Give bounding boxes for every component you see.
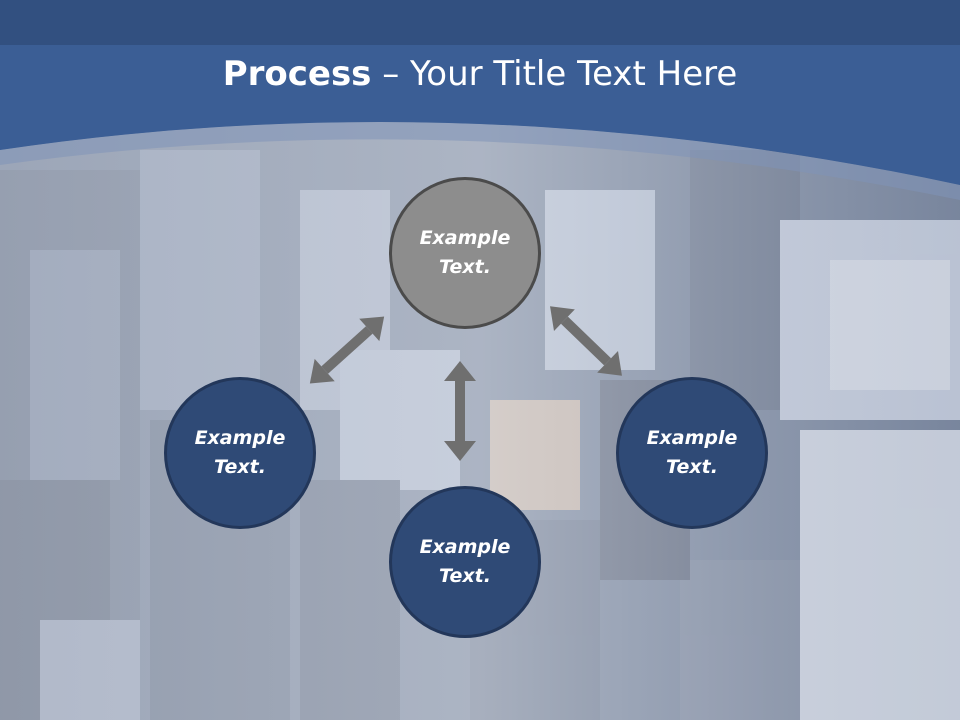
process-step-bottom: Example Text. xyxy=(389,486,541,638)
title-rest: – Your Title Text Here xyxy=(371,54,738,94)
step-bottom-line2: Text. xyxy=(439,565,491,587)
step-bottom-line1: Example xyxy=(419,536,511,558)
step-left-line1: Example xyxy=(194,427,286,449)
slide-title: Process – Your Title Text Here xyxy=(0,52,960,96)
step-right-line1: Example xyxy=(646,427,738,449)
process-step-right: Example Text. xyxy=(616,377,768,529)
step-top-line2: Text. xyxy=(439,256,491,278)
process-step-left: Example Text. xyxy=(164,377,316,529)
title-bold: Process xyxy=(222,54,372,94)
step-top-line1: Example xyxy=(419,227,511,249)
step-right-line2: Text. xyxy=(666,456,718,478)
step-left-line2: Text. xyxy=(214,456,266,478)
process-step-top: Example Text. xyxy=(389,177,541,329)
